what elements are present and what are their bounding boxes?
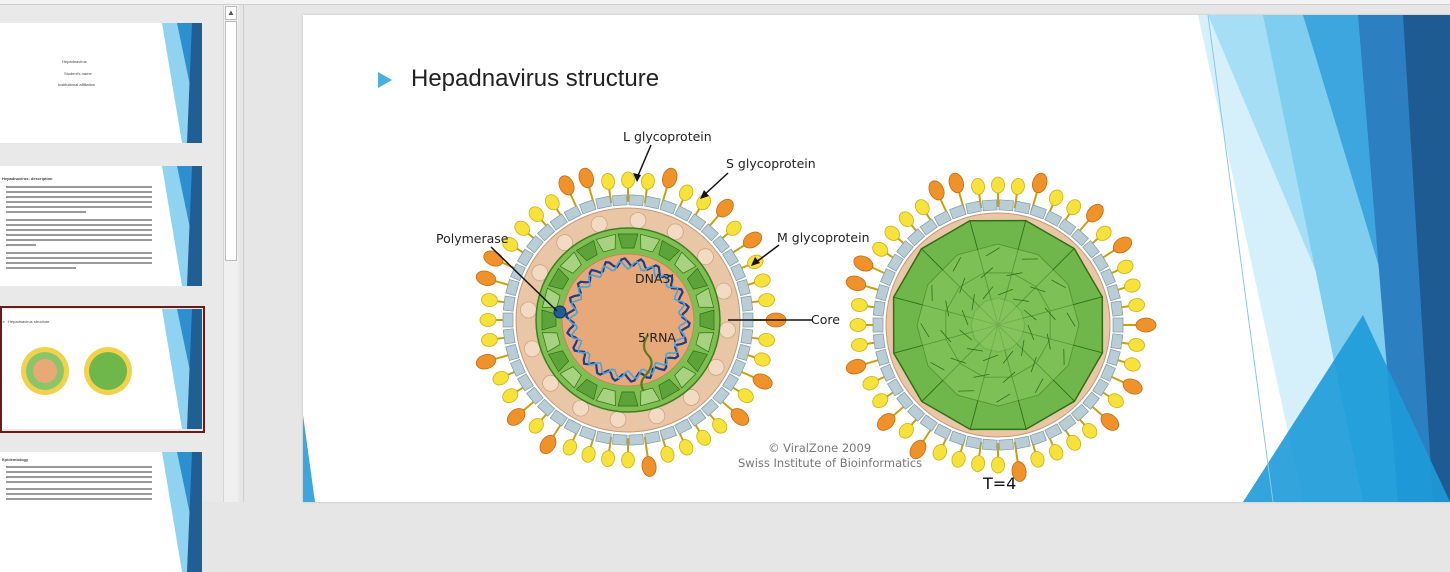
thumb4-title: Epidemiology bbox=[2, 457, 28, 462]
thumb1-line-2: Student's name bbox=[64, 71, 92, 76]
label-core: Core bbox=[811, 312, 840, 327]
label-dna: DNA3' bbox=[635, 271, 674, 286]
slide-thumbnail-4[interactable]: Epidemiology bbox=[0, 452, 202, 572]
virion-exterior bbox=[844, 171, 1156, 482]
slide-thumbnail-panel: Hepadnavirus Student's name Institutiona… bbox=[0, 5, 240, 502]
label-s-glycoprotein: S glycoprotein bbox=[726, 156, 816, 171]
s-glycoprotein-pointer bbox=[703, 173, 728, 196]
label-l-glycoprotein: L glycoprotein bbox=[623, 129, 712, 144]
selected-slide-border bbox=[0, 306, 205, 433]
decorative-shapes bbox=[142, 23, 202, 143]
scroll-up-arrow-icon[interactable]: ▲ bbox=[225, 6, 237, 20]
m-glycoprotein-pointer bbox=[755, 245, 779, 263]
credit-line-2: Swiss Institute of Bioinformatics bbox=[738, 456, 922, 470]
panel-divider[interactable] bbox=[243, 5, 244, 502]
thumb1-line-1: Hepadnavirus bbox=[62, 59, 87, 64]
slide-thumbnail-1[interactable]: Hepadnavirus Student's name Institutiona… bbox=[0, 23, 202, 143]
label-t4: T=4 bbox=[982, 474, 1016, 493]
l-glycoprotein-pointer bbox=[637, 145, 651, 178]
thumbnail-scrollbar[interactable]: ▲ bbox=[223, 5, 238, 502]
decorative-shapes bbox=[142, 166, 202, 286]
label-m-glycoprotein: M glycoprotein bbox=[777, 230, 870, 245]
label-polymerase: Polymerase bbox=[436, 231, 509, 246]
thumb1-line-3: Institutional affiliation bbox=[58, 82, 95, 87]
credit-line-1: © ViralZone 2009 bbox=[768, 441, 871, 455]
hepadnavirus-diagram: L glycoprotein S glycoprotein M glycopro… bbox=[303, 15, 1450, 502]
label-rna: 5'RNA bbox=[638, 330, 676, 345]
scrollbar-thumb[interactable] bbox=[225, 21, 237, 261]
slide-thumbnail-2[interactable]: Hepadnavirus: description bbox=[0, 166, 202, 286]
slide-canvas[interactable]: Hepadnavirus structure L glycoprotein S … bbox=[303, 15, 1450, 502]
decorative-shapes bbox=[142, 452, 202, 572]
virion-cross-section bbox=[474, 166, 786, 477]
thumb2-title: Hepadnavirus: description bbox=[2, 176, 52, 181]
